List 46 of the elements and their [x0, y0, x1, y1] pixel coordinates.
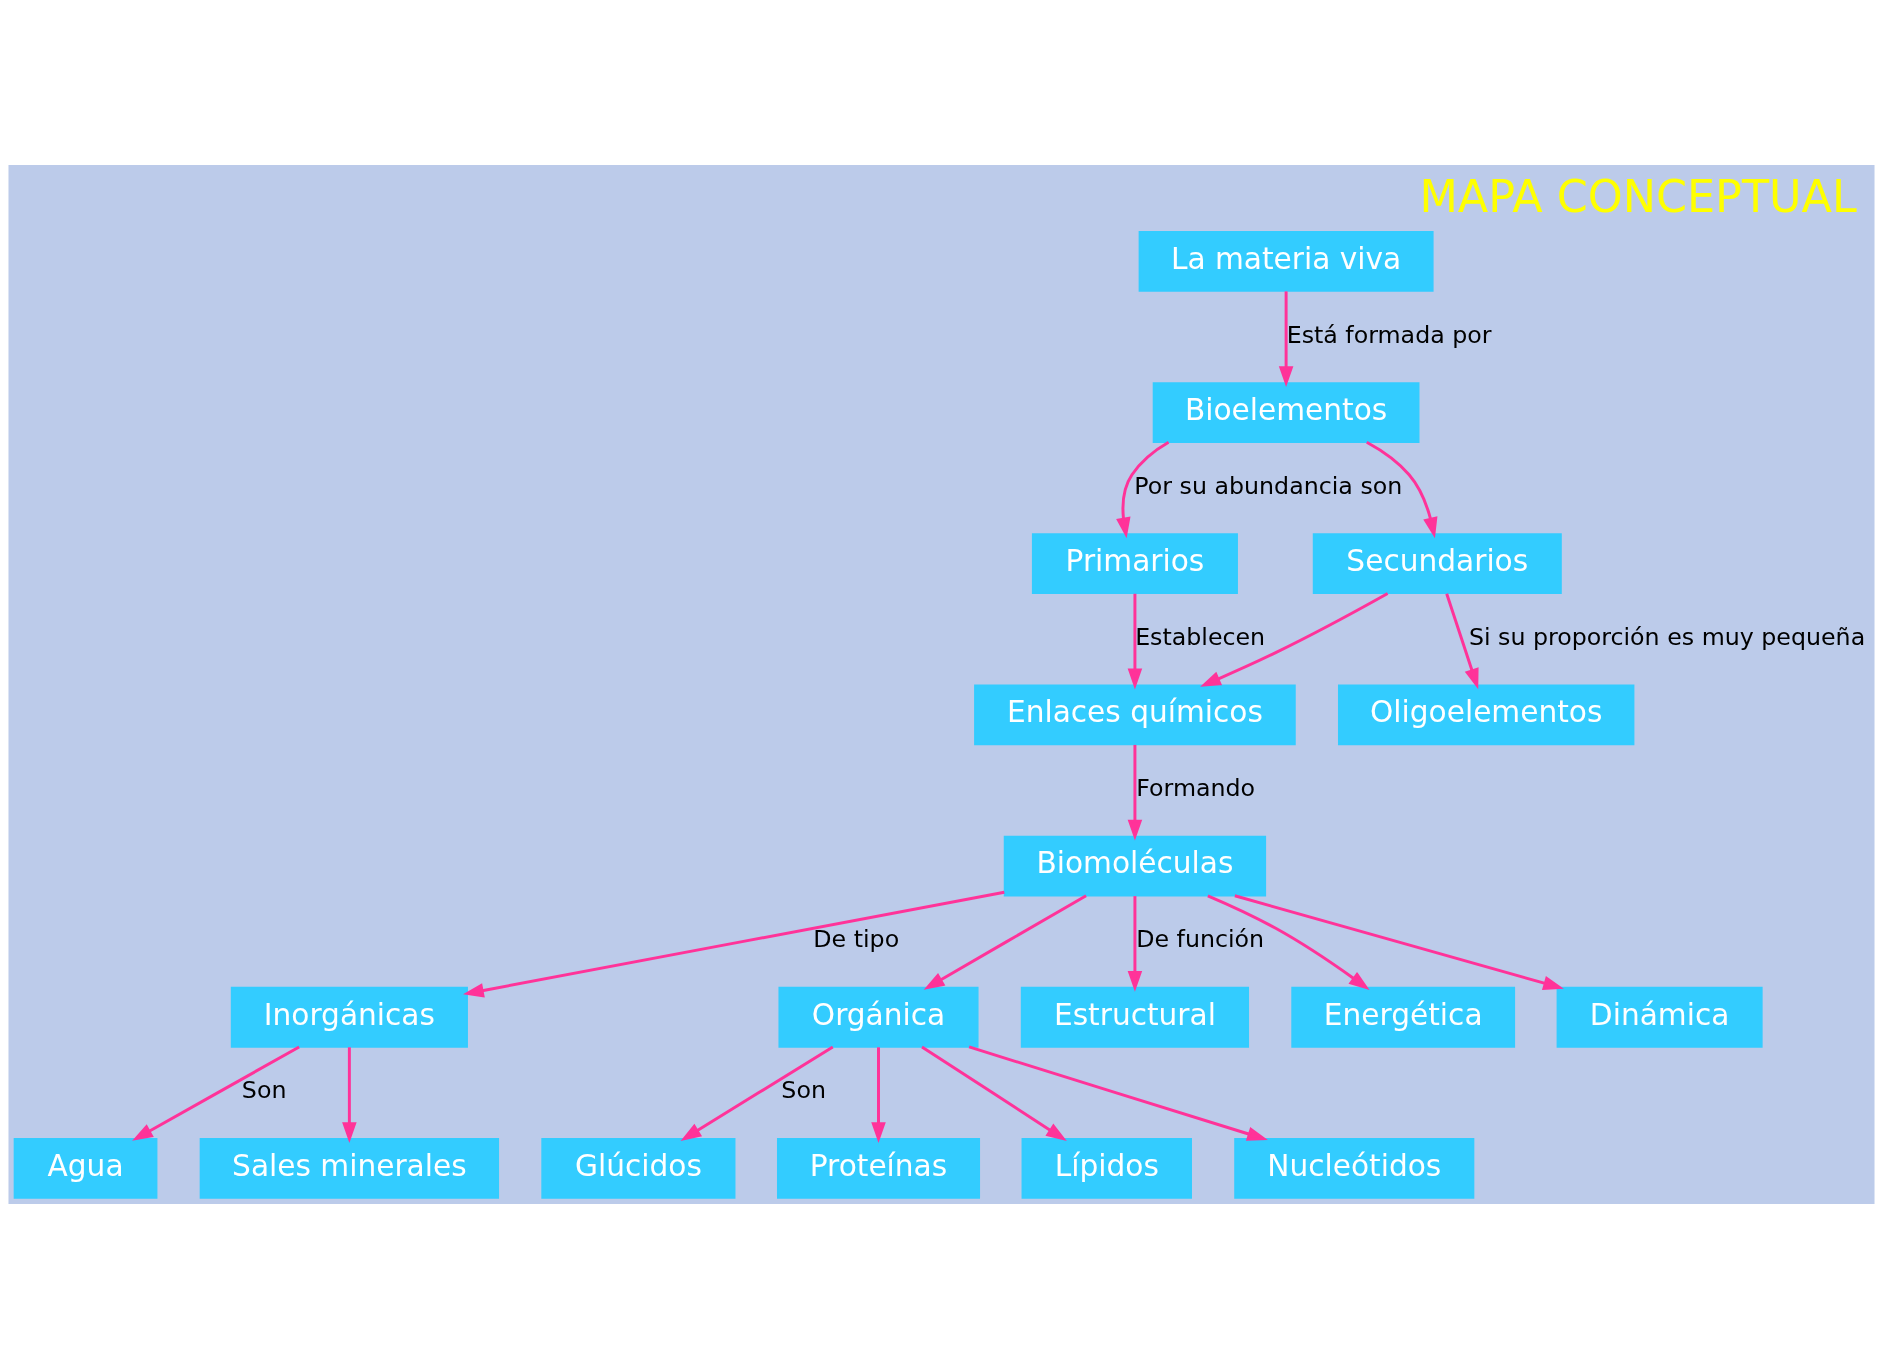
node-box: Agua — [13, 1138, 158, 1199]
node-box: Primarios — [1031, 533, 1238, 595]
node-box: Dinámica — [1556, 986, 1763, 1048]
arrow — [1127, 744, 1143, 841]
edge-label: De tipo — [813, 925, 900, 954]
edge-label: Por su abundancia son — [1134, 471, 1403, 500]
arrow — [968, 1045, 1268, 1141]
arrow — [463, 890, 1005, 998]
node-box: Secundarios — [1312, 533, 1562, 595]
arrow — [1116, 441, 1170, 539]
arrow — [132, 1045, 300, 1141]
edge-label: Si su proporción es muy pequeña — [1468, 622, 1866, 651]
arrow — [1234, 894, 1564, 991]
node-box: Oligoelementos — [1338, 684, 1635, 746]
node-box: Orgánica — [778, 986, 979, 1048]
node-box: La materia viva — [1138, 230, 1434, 292]
edge-label: De función — [1136, 925, 1265, 954]
node-box: Lípidos — [1021, 1138, 1192, 1199]
node-box: Inorgánicas — [230, 986, 468, 1048]
arrow — [921, 1045, 1067, 1141]
edge-label: Formando — [1136, 774, 1256, 803]
arrow — [342, 1047, 357, 1143]
arrow — [680, 1045, 834, 1141]
arrow — [1127, 593, 1143, 690]
node-box: Estructural — [1020, 986, 1250, 1048]
node-box: Bioelementos — [1152, 382, 1420, 443]
node-box: Energética — [1291, 986, 1516, 1048]
arrow — [1200, 592, 1389, 687]
edge-label: Establecen — [1135, 622, 1266, 651]
node-box: Enlaces químicos — [974, 684, 1296, 746]
arrow — [1366, 440, 1438, 539]
edge-label: Está formada por — [1286, 320, 1492, 349]
node-box: Biomoléculas — [1003, 835, 1267, 897]
arrow — [1278, 291, 1294, 388]
node-box: Proteínas — [777, 1138, 981, 1199]
arrow — [1207, 894, 1370, 990]
node-box: Sales minerales — [199, 1138, 500, 1199]
diagram-title: MAPA CONCEPTUAL — [1419, 171, 1857, 223]
edge-label: Son — [781, 1076, 826, 1105]
arrow — [1445, 593, 1479, 690]
node-box: Nucleótidos — [1234, 1138, 1475, 1199]
arrow — [923, 894, 1087, 990]
edge-label: Son — [241, 1076, 287, 1105]
node-box: Glúcidos — [541, 1138, 736, 1199]
arrow — [1127, 896, 1143, 992]
arrow — [871, 1047, 886, 1143]
